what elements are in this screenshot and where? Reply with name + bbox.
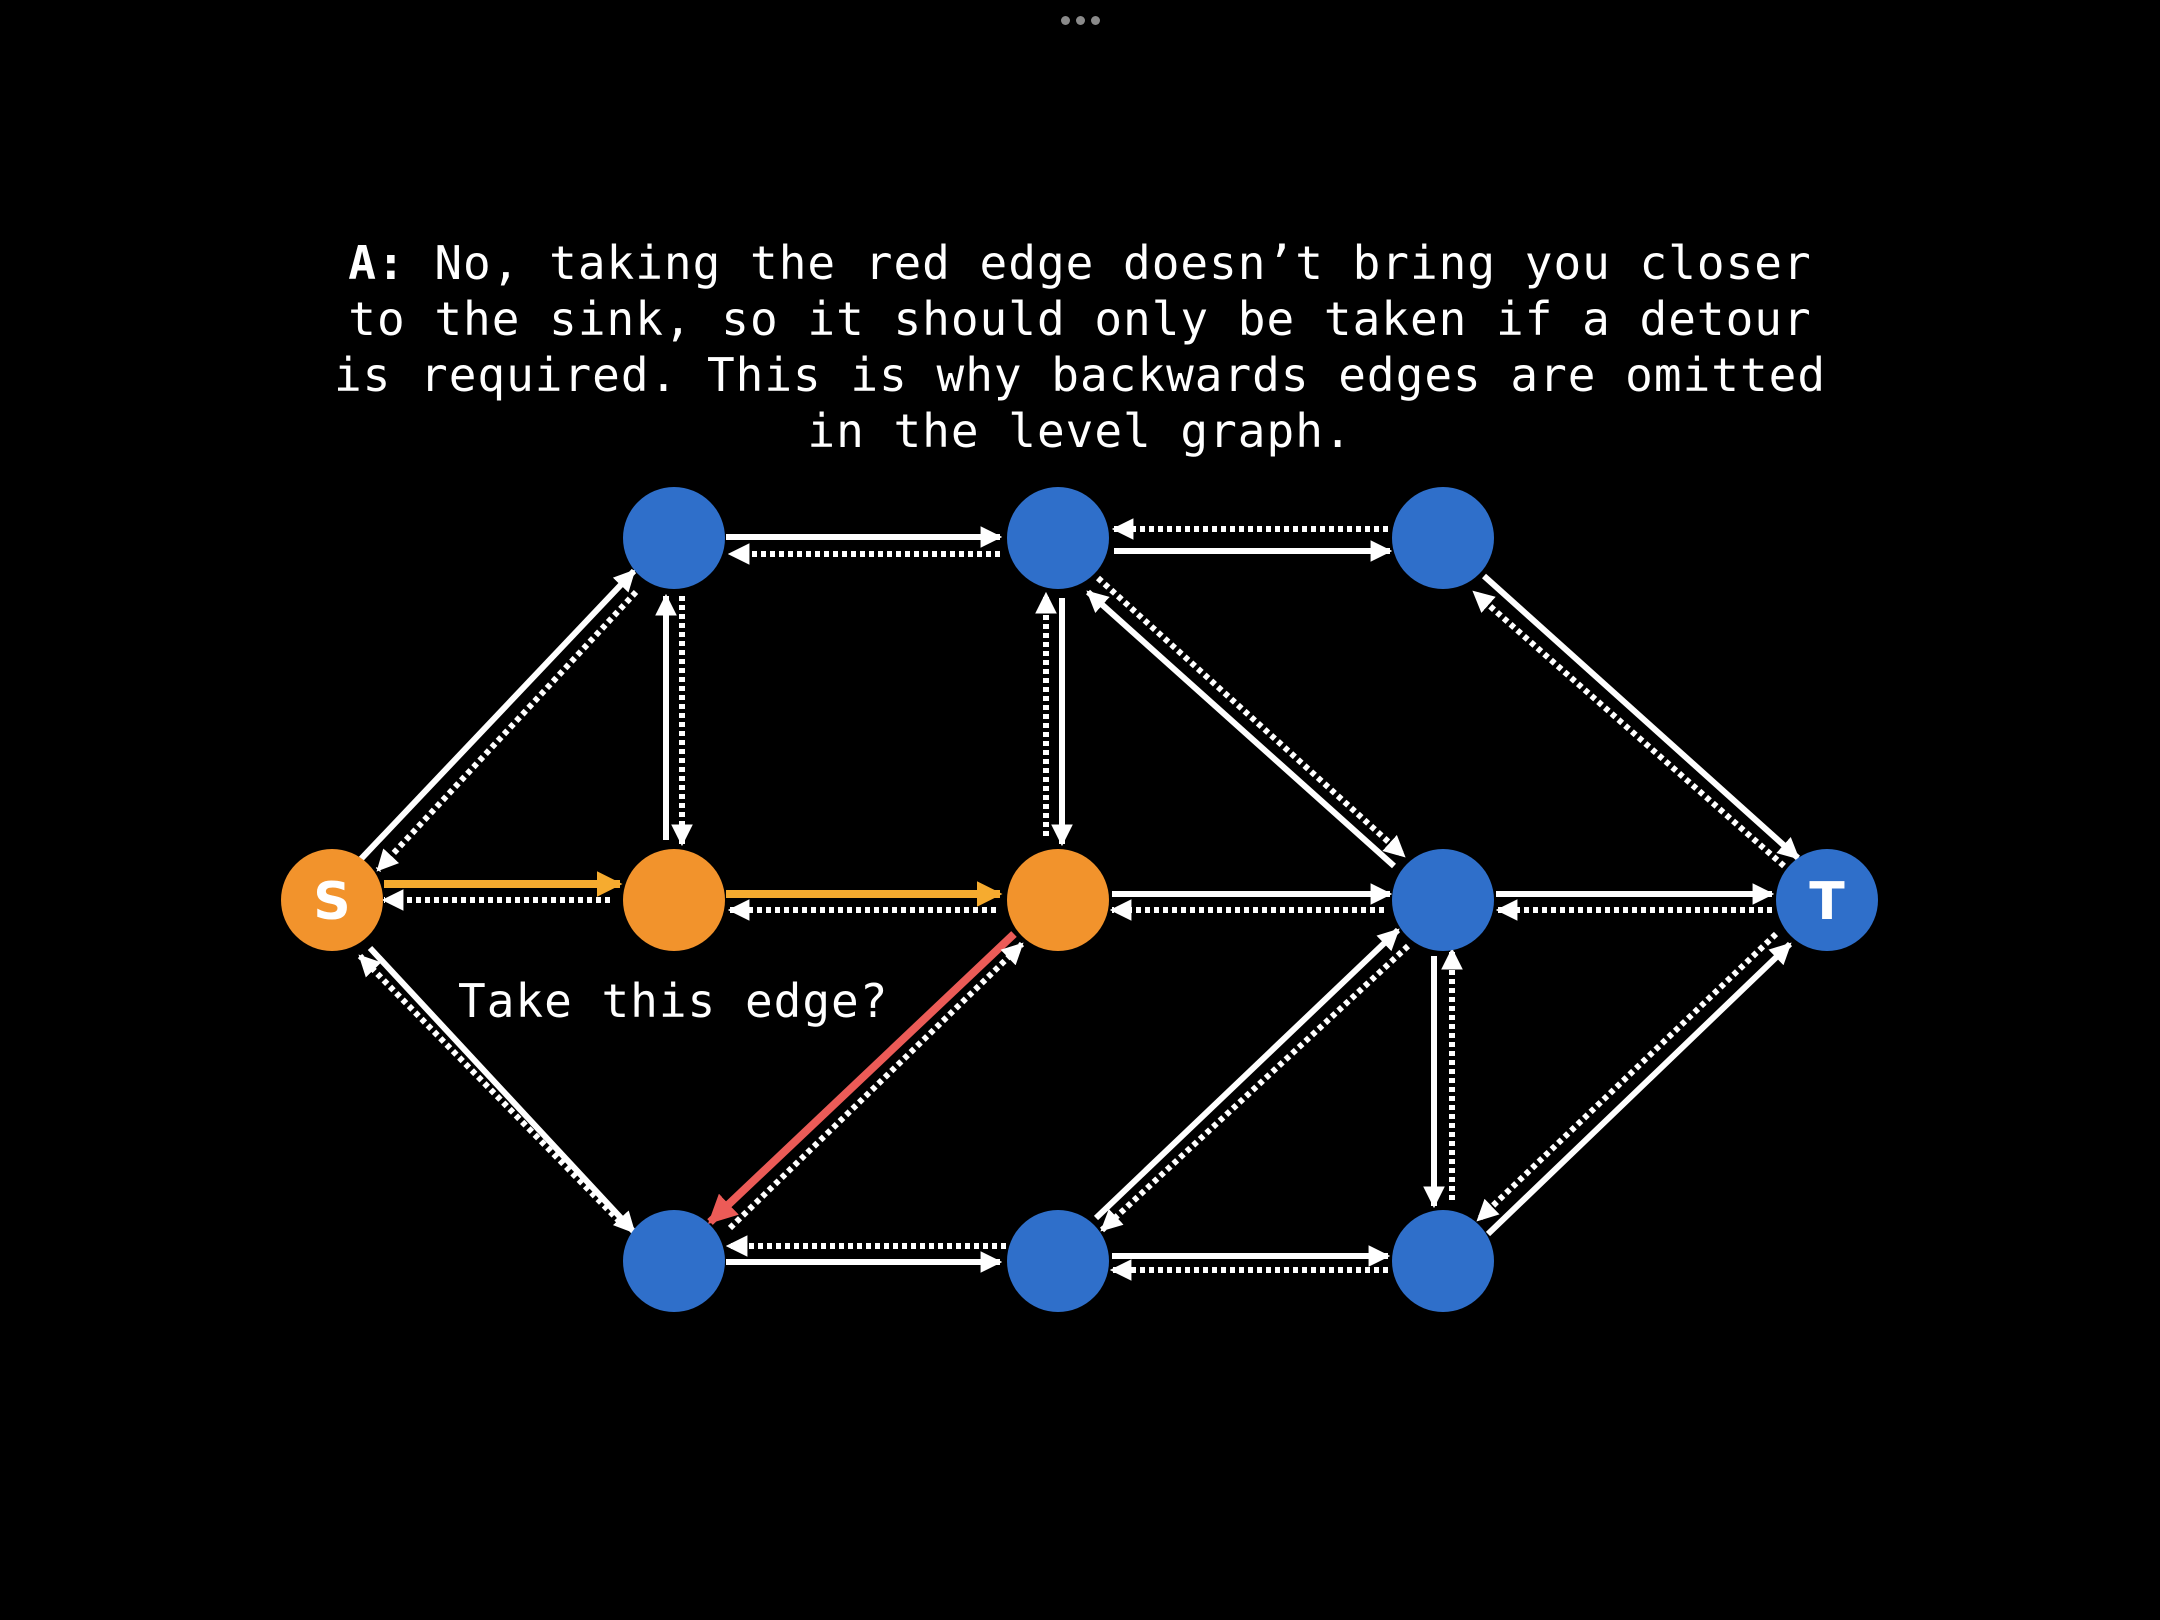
edge-forward (1485, 941, 1793, 1237)
edge-backward (1085, 589, 1397, 869)
answer-line-2: to the sink, so it should only be taken … (348, 292, 1812, 346)
nodes (281, 487, 1878, 1312)
graph-node (1392, 487, 1494, 589)
graph-node (1007, 849, 1109, 951)
edge-highlight (707, 931, 1017, 1225)
graph-node (1007, 1210, 1109, 1312)
graph-node (1392, 1210, 1494, 1312)
edge-backward (1099, 943, 1411, 1233)
edge-forward (367, 945, 637, 1235)
more-dots-icon[interactable] (1057, 14, 1103, 26)
sink-label: T (1809, 872, 1845, 932)
edge-backward (1475, 931, 1779, 1223)
answer-line-4: in the level graph. (807, 404, 1353, 458)
edge-forward (1093, 927, 1401, 1221)
dot (1060, 15, 1070, 25)
graph-node (623, 1210, 725, 1312)
edge-backward (727, 941, 1025, 1231)
dot (1090, 15, 1100, 25)
graph-node (623, 849, 725, 951)
answer-line-1-text: No, taking the red edge doesn’t bring yo… (405, 236, 1812, 290)
sink-node (1776, 849, 1878, 951)
edge-forward (1095, 575, 1407, 859)
edge-backward (375, 589, 639, 873)
source-node (281, 849, 383, 951)
edge-backward (357, 953, 623, 1225)
edge-question-caption: Take this edge? (458, 974, 888, 1028)
source-label: S (313, 872, 350, 932)
answer-line-3: is required. This is why backwards edges… (333, 348, 1827, 402)
answer-line-1: A: No, taking the red edge doesn’t bring… (250, 235, 1910, 291)
dot (1075, 15, 1085, 25)
edge-forward (357, 568, 637, 863)
answer-prefix: A: (348, 236, 406, 290)
answer-text: A: No, taking the red edge doesn’t bring… (250, 235, 1910, 459)
graph-node (1392, 849, 1494, 951)
edges (357, 518, 1801, 1281)
edge-backward (1472, 589, 1786, 869)
graph-node (1007, 487, 1109, 589)
graph-node (623, 487, 725, 589)
edge-forward (1481, 573, 1801, 861)
